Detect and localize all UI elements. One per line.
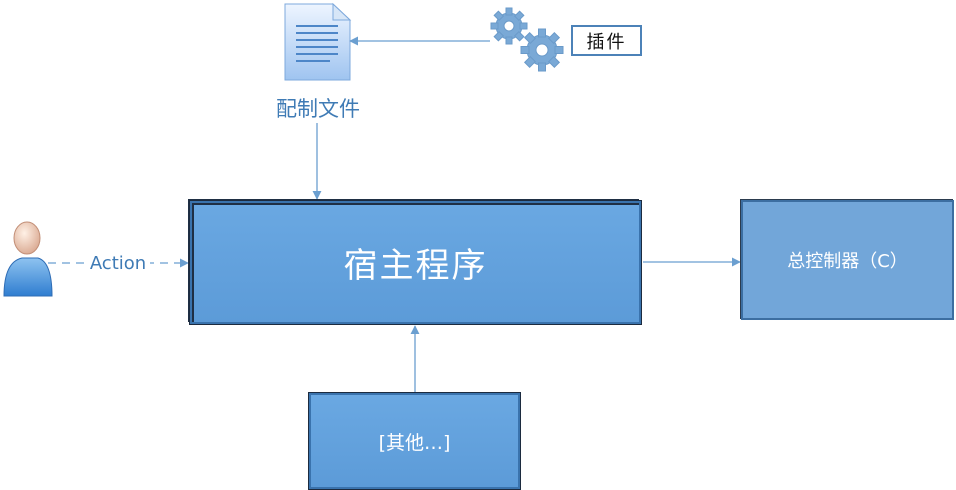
plugin-label: 插件 xyxy=(571,25,642,56)
document-icon xyxy=(284,2,352,81)
other-label: [其他…] xyxy=(378,431,451,454)
action-label: Action xyxy=(86,250,150,276)
host-program-box: 宿主程序 xyxy=(189,200,642,325)
gears-icon xyxy=(490,7,564,72)
controller-label: 总控制器（C） xyxy=(787,251,908,272)
controller-box: 总控制器（C） xyxy=(741,200,954,320)
user-icon xyxy=(3,221,53,297)
config-file-label: 配制文件 xyxy=(276,97,360,121)
host-program-label: 宿主程序 xyxy=(343,246,488,286)
other-box: [其他…] xyxy=(308,392,521,490)
